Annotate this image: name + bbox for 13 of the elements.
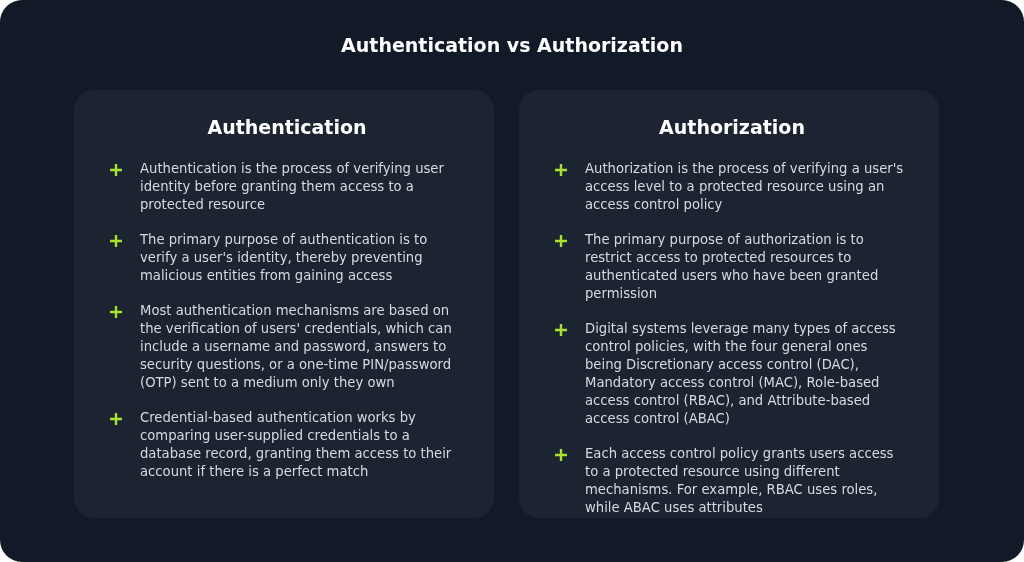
bullet-text: Each access control policy grants users access to a protected resource using different mechanisms. For example, RBAC uses roles, while ABAC uses attributes: [585, 445, 895, 517]
diagram-title: Authentication vs Authorization: [340, 34, 684, 56]
bullet-text: Digital systems leverage many types of access control policies, with the four general ones being Discretionary access control (DAC), Mandatory access control (MAC), Role-based access control (RBAC), and Attribute-based access control (ABAC): [585, 320, 897, 428]
panel-heading: Authentication: [206, 116, 368, 138]
bullet-text: Authorization is the process of verifying a user's access level to a protected resource using an access control policy: [585, 160, 905, 214]
bullet-text: The primary purpose of authentication is to verify a user's identity, thereby preventing malicious entities from gaining access: [140, 231, 429, 285]
bullet-text: Most authentication mechanisms are based on the verification of users' credentials, which can include a username and password, answers to security questions, or a one-time PIN/password (OTP) sent to a medium only they own: [140, 302, 453, 392]
bullet-text: The primary purpose of authorization is to restrict access to protected resources to authenticated users who have been granted permission: [585, 231, 880, 303]
panel-heading: Authorization: [658, 116, 806, 138]
bullet-text: Credential-based authentication works by comparing user-supplied credentials to a database record, granting them access to their account if there is a perfect match: [140, 409, 453, 481]
comparison-panel: [519, 90, 939, 518]
bullet-text: Authentication is the process of verifying user identity before granting them access to a protected resource: [140, 160, 445, 214]
comparison-panel: [74, 90, 494, 518]
